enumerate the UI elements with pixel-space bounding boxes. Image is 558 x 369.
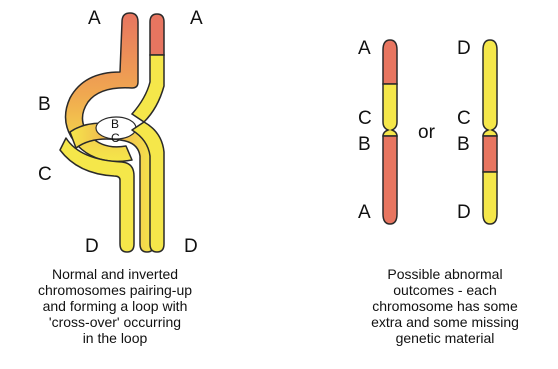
label-c2-d-top: D — [457, 38, 471, 59]
right-caption-line-5: genetic material — [396, 330, 495, 346]
label-d-right: D — [184, 236, 198, 257]
left-caption-line-1: Normal and inverted — [52, 266, 178, 282]
label-c1-a-top: A — [358, 38, 371, 59]
right-caption: Possible abnormal outcomes - each chromo… — [371, 266, 519, 346]
left-caption-line-4: 'cross-over' occurring — [49, 314, 181, 330]
label-a-right: A — [190, 8, 203, 29]
label-c2-c: C — [457, 108, 471, 129]
right-caption-line-1: Possible abnormal — [387, 266, 502, 282]
label-loop-b: B — [111, 117, 119, 131]
label-a-left: A — [88, 8, 101, 29]
label-c2-b: B — [457, 134, 470, 155]
left-caption-line-5: in the loop — [83, 330, 148, 346]
label-b: B — [38, 94, 51, 115]
label-c: C — [38, 164, 52, 185]
outcome-chromosome-1 — [383, 40, 397, 224]
right-caption-line-3: chromosome has some — [372, 298, 518, 314]
left-caption-line-2: chromosomes pairing-up — [38, 282, 192, 298]
left-caption: Normal and inverted chromosomes pairing-… — [38, 266, 192, 346]
label-c1-a-bottom: A — [358, 202, 371, 223]
label-loop-c: C — [111, 131, 120, 145]
right-caption-line-2: outcomes - each — [393, 282, 497, 298]
label-c2-d-bottom: D — [457, 202, 471, 223]
outcome-chromosome-2 — [483, 40, 497, 224]
left-caption-line-3: and forming a loop with — [43, 298, 188, 314]
label-c1-c: C — [358, 108, 372, 129]
label-c1-b: B — [358, 134, 371, 155]
label-or: or — [418, 122, 436, 143]
right-caption-line-4: extra and some missing — [371, 314, 519, 330]
label-d-left: D — [85, 236, 99, 257]
